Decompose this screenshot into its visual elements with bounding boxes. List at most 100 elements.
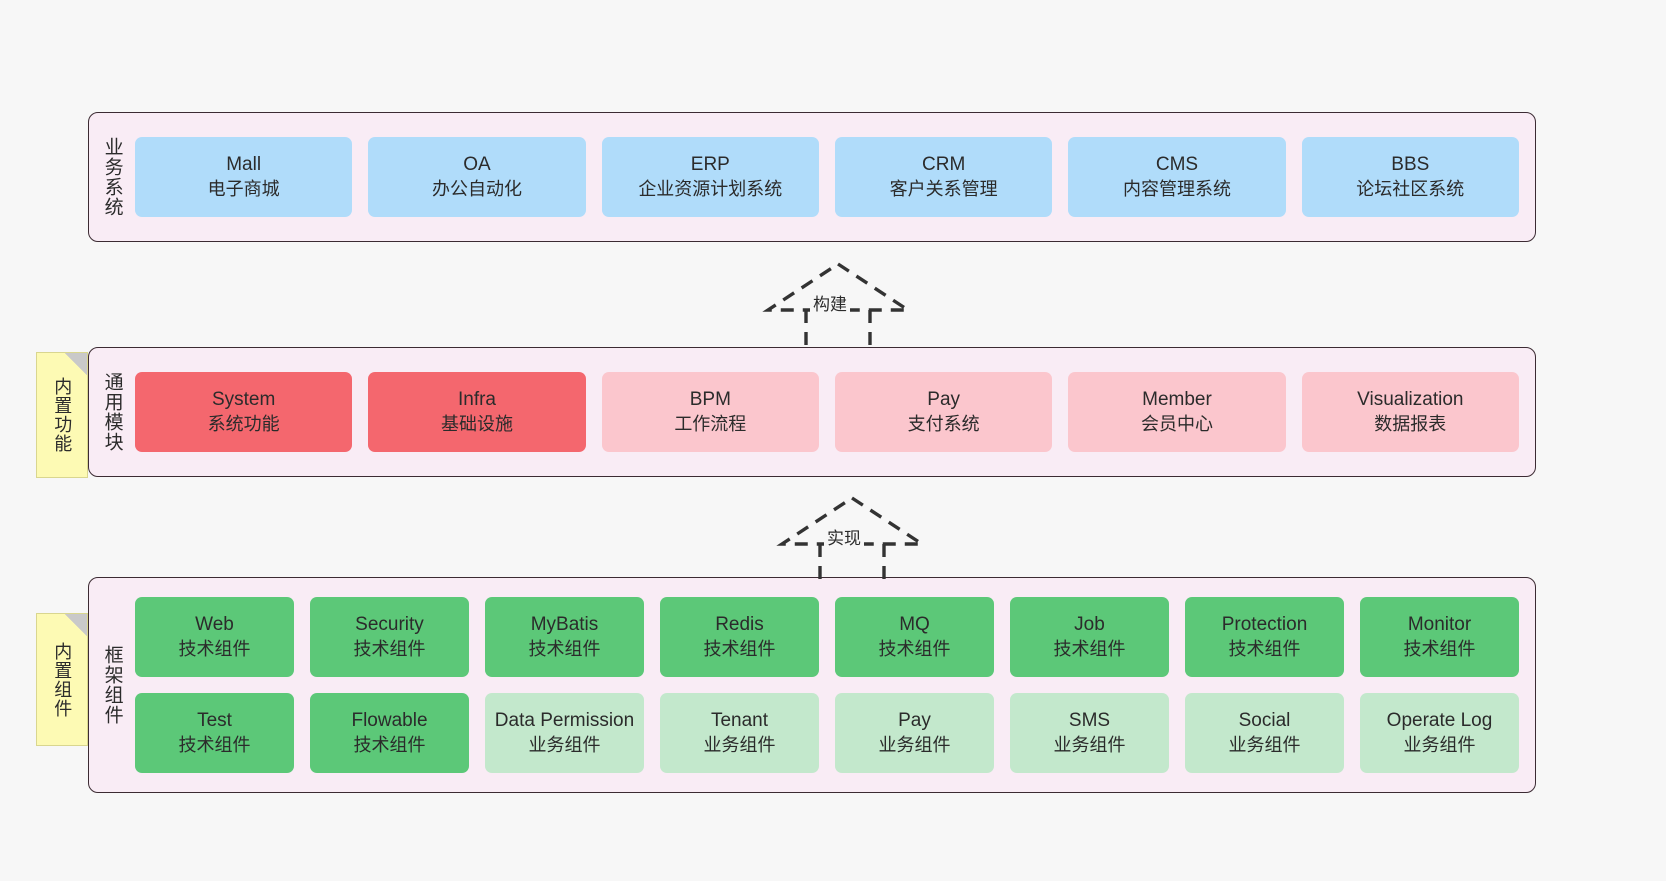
card-title: Mall: [226, 153, 262, 175]
card-title: Operate Log: [1386, 709, 1493, 731]
card-title: Security: [355, 613, 424, 635]
card-redis[interactable]: Redis 技术组件: [660, 597, 819, 677]
card-subtitle: 企业资源计划系统: [638, 178, 783, 199]
card-subtitle: 技术组件: [353, 734, 426, 755]
connector-implement: 实现: [762, 492, 942, 584]
card-subtitle: 技术组件: [1053, 638, 1126, 659]
card-monitor[interactable]: Monitor 技术组件: [1360, 597, 1519, 677]
card-title: ERP: [690, 153, 730, 175]
card-subtitle: 会员中心: [1140, 413, 1213, 434]
card-subtitle: 业务组件: [528, 734, 601, 755]
note-builtin-function: 内置功能: [36, 352, 88, 478]
card-mq[interactable]: MQ 技术组件: [835, 597, 994, 677]
card-mybatis[interactable]: MyBatis 技术组件: [485, 597, 644, 677]
card-erp[interactable]: ERP 企业资源计划系统: [601, 137, 819, 217]
card-subtitle: 业务组件: [1403, 734, 1476, 755]
card-title: Social: [1238, 709, 1291, 731]
card-tenant[interactable]: Tenant 业务组件: [660, 693, 819, 773]
card-subtitle: 基础设施: [440, 413, 513, 434]
card-oa[interactable]: OA 办公自动化: [368, 137, 586, 217]
folded-corner-icon: [65, 353, 87, 375]
card-protection[interactable]: Protection 技术组件: [1185, 597, 1344, 677]
layer-body-business-system: Mall 电子商城 OA 办公自动化 ERP 企业资源计划系统 CRM 客户关系…: [135, 113, 1535, 241]
card-system[interactable]: System 系统功能: [135, 372, 353, 452]
card-subtitle: 工作流程: [674, 413, 747, 434]
card-flowable[interactable]: Flowable 技术组件: [310, 693, 469, 773]
card-mall[interactable]: Mall 电子商城: [135, 137, 353, 217]
card-subtitle: 技术组件: [1403, 638, 1476, 659]
card-visualization[interactable]: Visualization 数据报表: [1301, 372, 1519, 452]
card-pay-component[interactable]: Pay 业务组件: [835, 693, 994, 773]
card-title: BBS: [1391, 153, 1430, 175]
card-title: Redis: [715, 613, 764, 635]
card-subtitle: 电子商城: [207, 178, 280, 199]
card-title: OA: [463, 153, 491, 175]
card-subtitle: 技术组件: [528, 638, 601, 659]
note-label: 内置组件: [52, 641, 73, 718]
card-subtitle: 技术组件: [878, 638, 951, 659]
card-title: System: [211, 388, 276, 410]
card-subtitle: 技术组件: [178, 638, 251, 659]
folded-corner-icon: [65, 614, 87, 636]
card-subtitle: 技术组件: [703, 638, 776, 659]
card-title: BPM: [689, 388, 731, 410]
card-title: Monitor: [1407, 613, 1472, 635]
connector-build: 构建: [748, 258, 928, 350]
card-title: Infra: [457, 388, 496, 410]
card-subtitle: 办公自动化: [431, 178, 522, 199]
card-title: MyBatis: [530, 613, 599, 635]
card-operate-log[interactable]: Operate Log 业务组件: [1360, 693, 1519, 773]
card-title: SMS: [1068, 709, 1111, 731]
card-title: CMS: [1155, 153, 1199, 175]
card-title: Flowable: [351, 709, 428, 731]
card-bbs[interactable]: BBS 论坛社区系统: [1301, 137, 1519, 217]
layer-business-system: 业务系统 Mall 电子商城 OA 办公自动化 ERP 企业资源计划系统 CRM…: [88, 112, 1536, 242]
card-title: Data Permission: [494, 709, 635, 731]
card-subtitle: 业务组件: [878, 734, 951, 755]
connector-label-implement: 实现: [824, 524, 864, 549]
card-cms[interactable]: CMS 内容管理系统: [1068, 137, 1286, 217]
card-subtitle: 内容管理系统: [1122, 178, 1231, 199]
card-subtitle: 技术组件: [353, 638, 426, 659]
card-title: Pay: [927, 388, 961, 410]
card-subtitle: 技术组件: [1228, 638, 1301, 659]
card-subtitle: 业务组件: [1228, 734, 1301, 755]
card-row: System 系统功能 Infra 基础设施 BPM 工作流程 Pay 支付系统…: [135, 372, 1519, 452]
generalization-triangle-head: [762, 261, 914, 312]
layer-title-framework-component: 框架组件: [101, 645, 123, 725]
card-subtitle: 业务组件: [1053, 734, 1126, 755]
card-title: Protection: [1221, 613, 1308, 635]
card-bpm[interactable]: BPM 工作流程: [601, 372, 819, 452]
card-job[interactable]: Job 技术组件: [1010, 597, 1169, 677]
layer-framework-component: 框架组件 Web 技术组件 Security 技术组件 MyBatis 技术组件…: [88, 577, 1536, 793]
card-data-permission[interactable]: Data Permission 业务组件: [485, 693, 644, 773]
card-subtitle: 支付系统: [907, 413, 980, 434]
card-title: Pay: [898, 709, 931, 731]
card-infra[interactable]: Infra 基础设施: [368, 372, 586, 452]
card-title: MQ: [899, 613, 930, 635]
note-builtin-component: 内置组件: [36, 613, 88, 746]
card-subtitle: 业务组件: [703, 734, 776, 755]
layer-body-framework-component: Web 技术组件 Security 技术组件 MyBatis 技术组件 Redi…: [135, 578, 1535, 792]
card-social[interactable]: Social 业务组件: [1185, 693, 1344, 773]
card-row-tech: Web 技术组件 Security 技术组件 MyBatis 技术组件 Redi…: [135, 597, 1519, 677]
card-test[interactable]: Test 技术组件: [135, 693, 294, 773]
card-subtitle: 客户关系管理: [889, 178, 998, 199]
card-sms[interactable]: SMS 业务组件: [1010, 693, 1169, 773]
card-subtitle: 论坛社区系统: [1356, 178, 1465, 199]
note-label: 内置功能: [52, 377, 73, 453]
card-security[interactable]: Security 技术组件: [310, 597, 469, 677]
card-subtitle: 系统功能: [207, 413, 280, 434]
card-web[interactable]: Web 技术组件: [135, 597, 294, 677]
generalization-triangle-head: [776, 495, 928, 546]
card-pay-module[interactable]: Pay 支付系统: [834, 372, 1053, 452]
card-member[interactable]: Member 会员中心: [1068, 372, 1286, 452]
card-title: Web: [195, 613, 234, 635]
card-crm[interactable]: CRM 客户关系管理: [834, 137, 1053, 217]
card-title: CRM: [922, 153, 966, 175]
layer-title-business-system: 业务系统: [101, 137, 123, 217]
connector-label-build: 构建: [810, 290, 850, 315]
layer-body-common-module: System 系统功能 Infra 基础设施 BPM 工作流程 Pay 支付系统…: [135, 348, 1535, 476]
layer-common-module: 通用模块 System 系统功能 Infra 基础设施 BPM 工作流程 Pay…: [88, 347, 1536, 477]
